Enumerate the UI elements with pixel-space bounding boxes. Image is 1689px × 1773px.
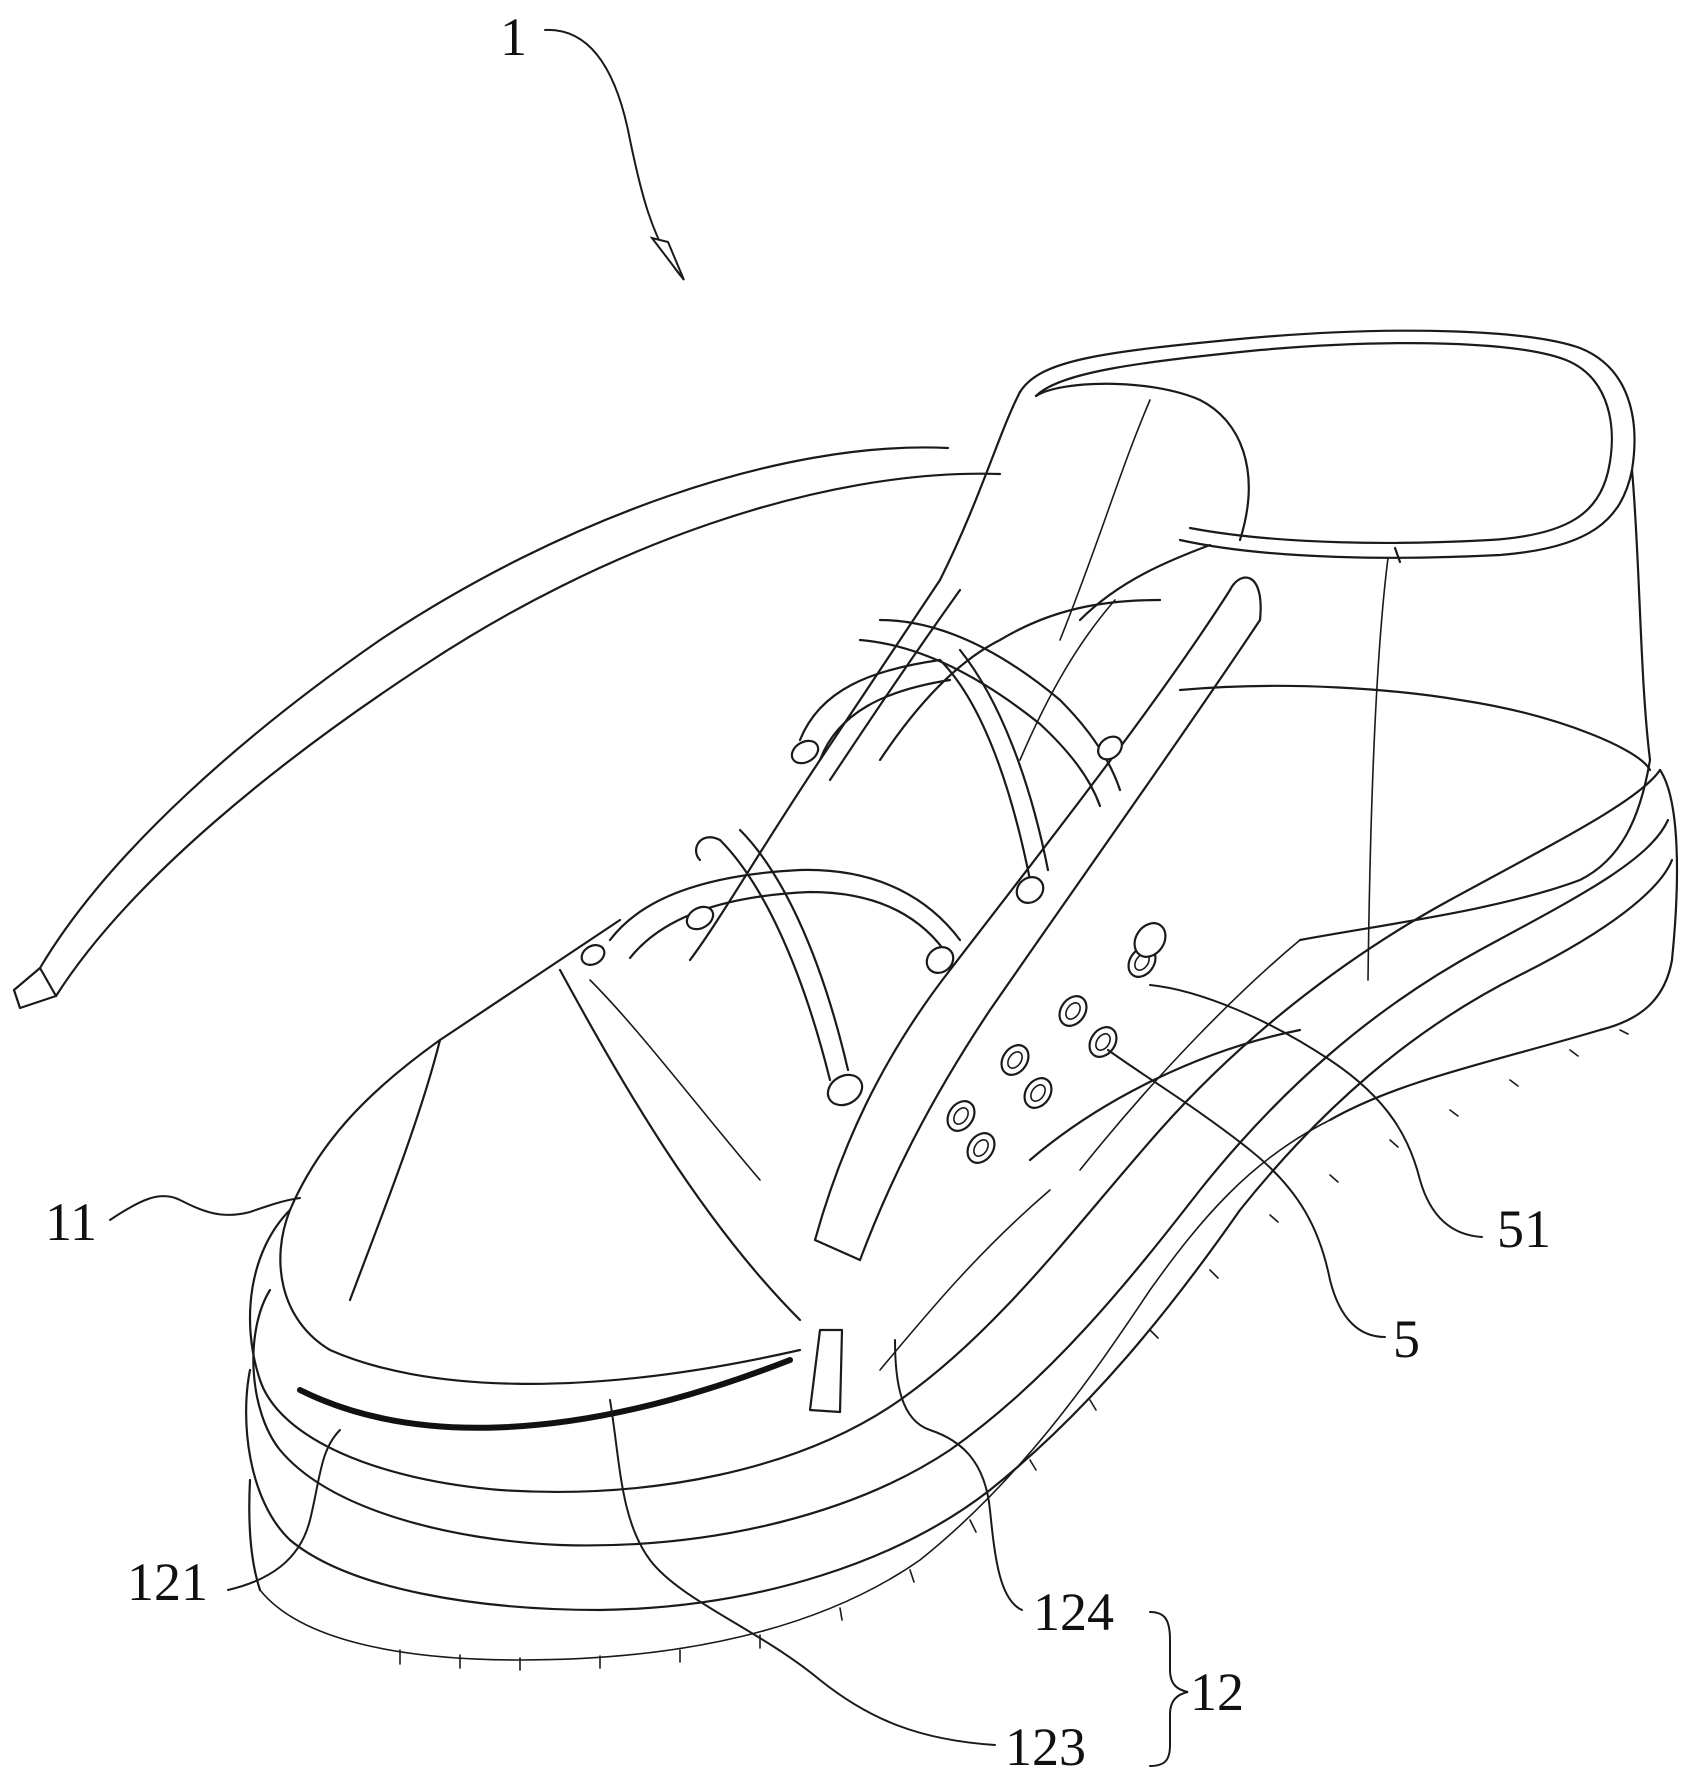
- air-hole: [1019, 1073, 1057, 1113]
- label-sole-group: 12: [1190, 1662, 1244, 1722]
- label-eyelet-strip: 124: [1033, 1582, 1114, 1642]
- assembly-arrow: [545, 30, 684, 280]
- tongue: [690, 580, 1160, 960]
- air-hole: [942, 1096, 980, 1136]
- label-air-holes: 5: [1393, 1309, 1420, 1369]
- leader-lines: [110, 985, 1482, 1766]
- air-hole: [996, 1040, 1034, 1080]
- air-hole: [962, 1128, 1000, 1168]
- label-hole-element: 51: [1497, 1199, 1551, 1259]
- air-hole: [1054, 991, 1092, 1031]
- label-upper-front: 11: [45, 1192, 97, 1252]
- reference-labels: 1 11 121 51 5 124 12 123: [45, 7, 1551, 1773]
- collar: [940, 331, 1650, 980]
- label-toe-strip: 121: [127, 1552, 208, 1612]
- sole: [246, 770, 1677, 1670]
- air-holes: [942, 917, 1172, 1168]
- lace-free-end: [14, 447, 1000, 1008]
- label-side-panel: 123: [1005, 1717, 1086, 1773]
- eyelets: [578, 732, 1126, 1111]
- upper-body: [280, 545, 1650, 1428]
- label-assembly: 1: [500, 7, 527, 67]
- laces: [610, 620, 1120, 1080]
